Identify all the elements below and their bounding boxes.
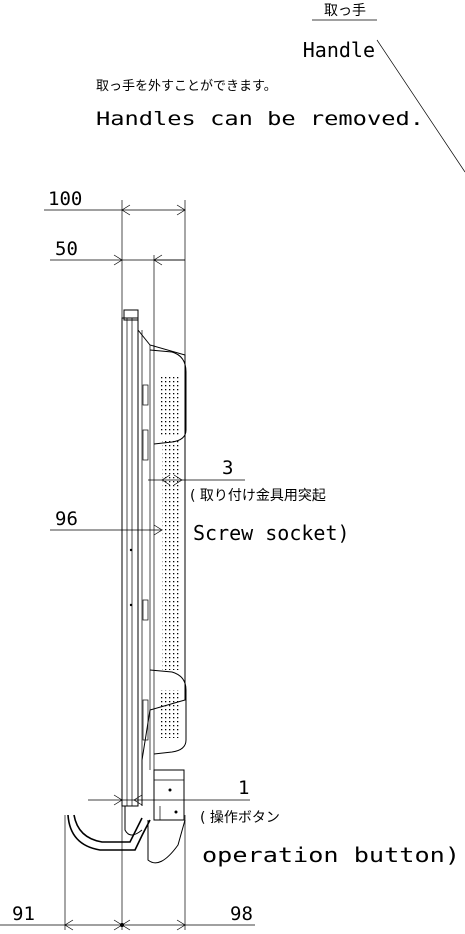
dimension-96: 96 [50, 508, 163, 536]
svg-text:50: 50 [55, 238, 78, 260]
operation-button-label-jp: ( 操作ボタン [200, 810, 280, 826]
operation-button-annotation: 1 ( 操作ボタン operation button) [88, 777, 460, 867]
screw-socket-annotation: 3 ( 取り付け金具用突起 Screw socket) [148, 457, 350, 545]
screw-socket-label-jp: ( 取り付け金具用突起 [190, 488, 326, 504]
vent-grille-lower [160, 690, 180, 738]
vent-grille-upper [160, 375, 180, 435]
handle-annotation: 取っ手 Handle 取っ手を外すことができます。 Handles can be… [96, 3, 465, 173]
dimension-98-label: 98 [230, 903, 253, 925]
handle-title-jp: 取っ手 [324, 3, 366, 19]
operation-button-value: 1 [238, 777, 249, 799]
handle-note-en: Handles can be removed. [96, 108, 424, 130]
display-side-body [121, 309, 187, 821]
svg-text:100: 100 [48, 188, 82, 210]
dimension-100: 100 [44, 188, 186, 216]
handle-title-en: Handle [303, 38, 375, 62]
dimension-50: 50 [50, 238, 185, 266]
svg-text:96: 96 [55, 508, 78, 530]
screw-socket-value: 3 [222, 457, 233, 479]
operation-button-label-en: operation button) [202, 843, 460, 867]
handle-note-jp: 取っ手を外すことができます。 [96, 79, 277, 94]
terminal-box [153, 769, 185, 821]
dimension-91-98: 91 98 [0, 815, 255, 931]
vent-grille-main [162, 440, 180, 670]
handle-leader-line [376, 39, 465, 173]
dimension-91-label: 91 [12, 903, 35, 925]
foot-handle [67, 806, 186, 864]
screw-socket-label-en: Screw socket) [193, 521, 350, 545]
